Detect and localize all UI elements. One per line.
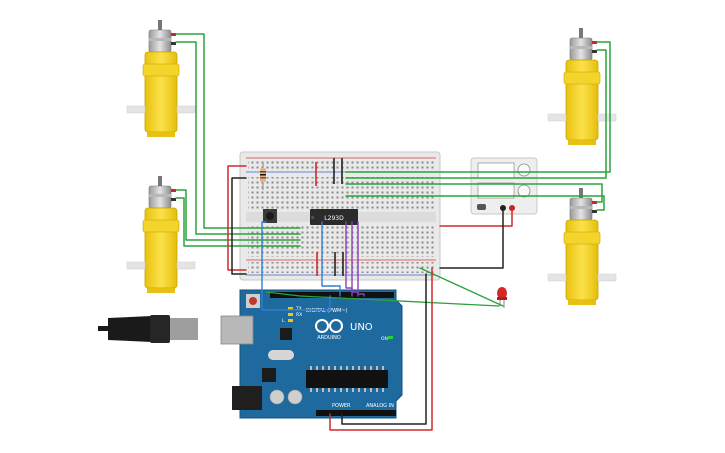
dc-motor-bottom-right[interactable]: [547, 187, 617, 306]
analog-header-label: ANALOG IN: [366, 403, 394, 409]
usb-cable: [98, 315, 198, 343]
breadboard-jumpers: [315, 158, 344, 276]
logo-text: ARDUINO: [317, 335, 341, 341]
led-on-label: ON: [381, 336, 388, 342]
digital-header-label: DIGITAL (PWM~): [306, 308, 348, 314]
led-rx-label: RX: [296, 312, 302, 318]
chip-label: L293D: [324, 215, 344, 222]
wires: [175, 33, 611, 431]
resistor[interactable]: [260, 162, 266, 190]
power-header-label: POWER: [332, 403, 351, 409]
arduino-uno[interactable]: TX RX L ON ARDUINO UNO DIGITAL (PWM~) PO…: [98, 289, 403, 419]
power-supply[interactable]: [470, 157, 538, 215]
dc-motor-bottom-left[interactable]: [126, 175, 196, 294]
led-tx-label: TX: [295, 306, 302, 312]
l293d-chip[interactable]: L293D: [310, 209, 358, 225]
arduino-logo: ARDUINO: [315, 319, 343, 341]
push-button[interactable]: [263, 209, 277, 223]
dc-motor-top-left[interactable]: [126, 19, 196, 138]
model-text: UNO: [350, 322, 373, 333]
led-l-label: L: [282, 318, 285, 324]
